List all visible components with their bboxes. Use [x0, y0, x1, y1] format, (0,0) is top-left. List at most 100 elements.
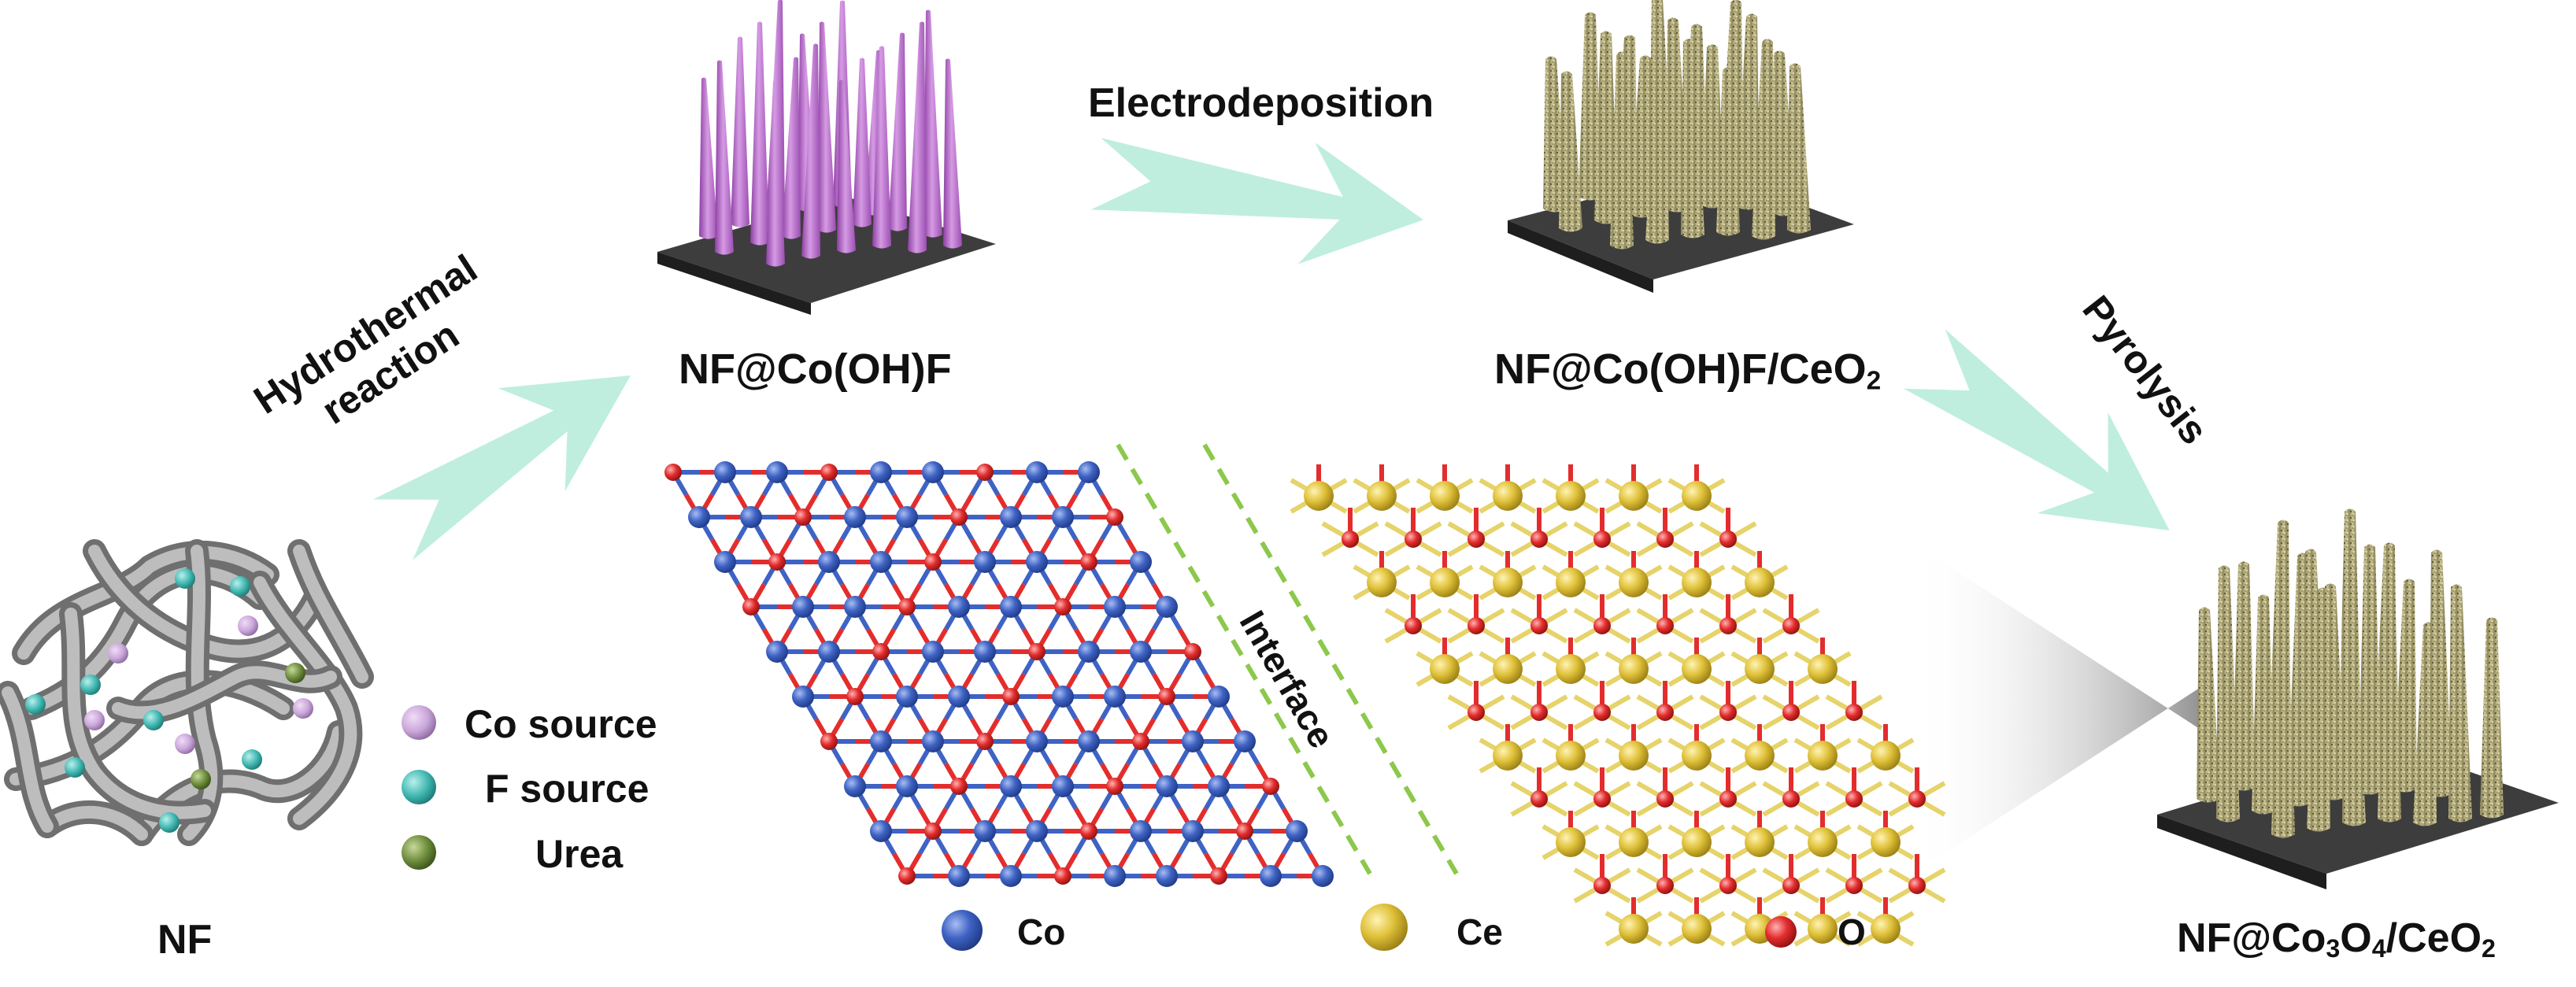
precursor-ball	[143, 710, 164, 730]
cobalt-atom	[1000, 506, 1022, 528]
oxygen-atom	[1405, 617, 1422, 634]
oxygen-atom	[1782, 790, 1800, 808]
oxygen-atom	[1054, 598, 1071, 615]
cobalt-atom	[844, 506, 866, 528]
precursor-ball	[159, 812, 180, 833]
co3o4-ceo2-nanorod-array	[2157, 508, 2559, 889]
oxygen-atom	[1210, 867, 1227, 885]
co-oh-f-nanorod	[837, 79, 856, 253]
nf-strut-highlight	[65, 608, 211, 819]
oxygen-atom	[1530, 530, 1548, 548]
cerium-atom	[1367, 567, 1397, 597]
oxygen-atom	[950, 508, 968, 526]
cerium-atom	[1619, 654, 1649, 684]
cobalt-atom	[1052, 775, 1074, 797]
cobalt-atom	[1130, 820, 1152, 842]
coated-nanorod	[1610, 51, 1634, 250]
pyrolysis-arrow	[1903, 329, 2170, 530]
co-oh-f-ceo2-substrate-edge	[1508, 220, 1653, 293]
cobalt-atom	[1026, 730, 1048, 752]
oxygen-atom	[1908, 790, 1926, 808]
urea-ball	[402, 835, 436, 870]
precursor-ball	[108, 643, 128, 664]
ce-atom-legend-label: Ce	[1456, 911, 1503, 952]
co-oh-f-nanorod	[872, 46, 891, 249]
cobalt-atom	[1208, 686, 1230, 708]
co3o4-ceo2-nanorod	[2448, 584, 2472, 823]
cobalt-atom	[948, 686, 970, 708]
cobalt-atom	[922, 461, 944, 483]
oxygen-atom	[1719, 617, 1737, 634]
cerium-atom	[1871, 914, 1901, 944]
cobalt-atom	[974, 641, 996, 663]
cerium-atom	[1619, 567, 1649, 597]
cerium-atom	[1682, 481, 1712, 511]
cobalt-atom	[1156, 775, 1178, 797]
cobalt-atom	[714, 551, 736, 573]
cobalt-atom	[1052, 506, 1074, 528]
cobalt-atom	[948, 596, 970, 618]
co-oh-f-nanorod-array	[657, 0, 996, 315]
nf-strut-highlight	[254, 576, 357, 825]
co3o4-ceo2-nanorod	[2342, 619, 2366, 826]
precursor-ball	[230, 576, 250, 597]
oxygen-atom	[1184, 643, 1201, 660]
cobalt-atom	[1130, 641, 1152, 663]
co3o4-ceo2-nanorod	[2480, 617, 2504, 819]
cerium-atom	[1367, 481, 1397, 511]
cerium-atom	[1304, 481, 1334, 511]
cobalt-atom	[1078, 730, 1100, 752]
oxygen-atom	[1405, 530, 1422, 548]
cerium-atom	[1493, 481, 1523, 511]
oxygen-atom	[976, 464, 994, 481]
oxygen-atom	[1342, 530, 1359, 548]
cerium-atom	[1619, 481, 1649, 511]
precursor-ball	[293, 698, 313, 719]
cobalt-atom	[922, 730, 944, 752]
co3o4-ceo2-nanorod	[2393, 579, 2417, 793]
coated-nanorod	[1752, 39, 1775, 240]
cobalt-atom	[1104, 596, 1126, 618]
cobalt-atom	[1052, 686, 1074, 708]
cobalt-atom	[974, 551, 996, 573]
cobalt-atom	[844, 775, 866, 797]
cerium-atom	[1808, 654, 1838, 684]
co3o4-ceo2-nanorod	[2197, 607, 2220, 803]
co-oh-f-nanorod	[699, 77, 718, 239]
co-oh-f-nanorod	[782, 57, 801, 239]
cerium-atom	[1556, 827, 1586, 857]
oxygen-atom	[1782, 617, 1800, 634]
cobalt-atom	[948, 865, 970, 887]
cerium-atom	[1619, 741, 1649, 771]
oxygen-atom	[1002, 688, 1020, 705]
precursor-ball	[175, 568, 195, 589]
precursor-ball	[65, 757, 85, 778]
cobalt-atom	[714, 461, 736, 483]
nf-strut-highlight	[2, 686, 54, 833]
cobalt-atom	[896, 506, 918, 528]
co-oh-f-nanorod	[817, 21, 836, 233]
cobalt-atom	[870, 820, 892, 842]
oxygen-atom	[1845, 704, 1863, 721]
oxygen-atom	[898, 867, 916, 885]
oxygen-atom	[1593, 704, 1611, 721]
oxygen-atom	[1236, 823, 1253, 840]
cobalt-atom	[922, 641, 944, 663]
oxygen-atom	[1719, 790, 1737, 808]
oxygen-atom	[1158, 688, 1175, 705]
co-oh-f-nanorod	[731, 36, 749, 227]
precursor-ball	[242, 749, 262, 770]
oxygen-atom	[1845, 877, 1863, 894]
cerium-atom	[1682, 567, 1712, 597]
cerium-atom	[1871, 827, 1901, 857]
cobalt-atom	[1234, 730, 1256, 752]
cobalt-atom	[1312, 865, 1334, 887]
cerium-atom	[1619, 914, 1649, 944]
oxygen-atom	[1106, 508, 1123, 526]
cerium-atom	[1808, 827, 1838, 857]
cobalt-atom	[1260, 865, 1282, 887]
oxygen-atom	[1262, 778, 1279, 795]
co3o4-ceo2-nanorod	[2287, 553, 2311, 807]
oxygen-atom	[794, 508, 812, 526]
cerium-atom	[1808, 914, 1838, 944]
